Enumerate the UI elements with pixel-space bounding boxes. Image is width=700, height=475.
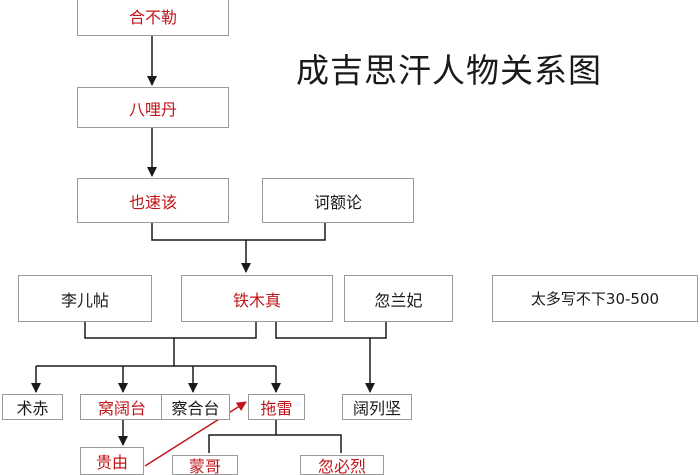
node-hubilie: 忽必烈 [300, 455, 384, 475]
edge-parents-tiemuzhen [151, 223, 326, 241]
node-hulanfei: 忽兰妃 [344, 275, 453, 322]
node-chahetai: 察合台 [161, 394, 230, 420]
node-tiemuzhen: 铁木真 [181, 275, 333, 322]
node-lierzhan: 李儿帖 [18, 275, 152, 322]
node-wokuotai: 窝阔台 [80, 394, 164, 420]
node-note: 太多写不下30-500 [492, 275, 698, 322]
node-tuolei: 拖雷 [248, 394, 305, 420]
node-guiyou: 贵由 [80, 447, 144, 475]
edge-tuolei-sons [208, 420, 342, 453]
node-hebule: 合不勒 [77, 0, 229, 36]
diagram-title: 成吉思汗人物关系图 [296, 51, 602, 90]
node-mengge: 蒙哥 [172, 455, 238, 475]
node-kuoliejian: 阔列坚 [342, 394, 412, 420]
node-heelun: 诃额论 [262, 178, 414, 223]
edge-spouse-lierzhan [84, 322, 257, 339]
node-yesugai: 也速该 [77, 178, 229, 223]
edge-spouse-hulanfei [275, 322, 387, 339]
node-balidan: 八哩丹 [77, 87, 229, 128]
node-shuchi: 术赤 [2, 394, 63, 420]
